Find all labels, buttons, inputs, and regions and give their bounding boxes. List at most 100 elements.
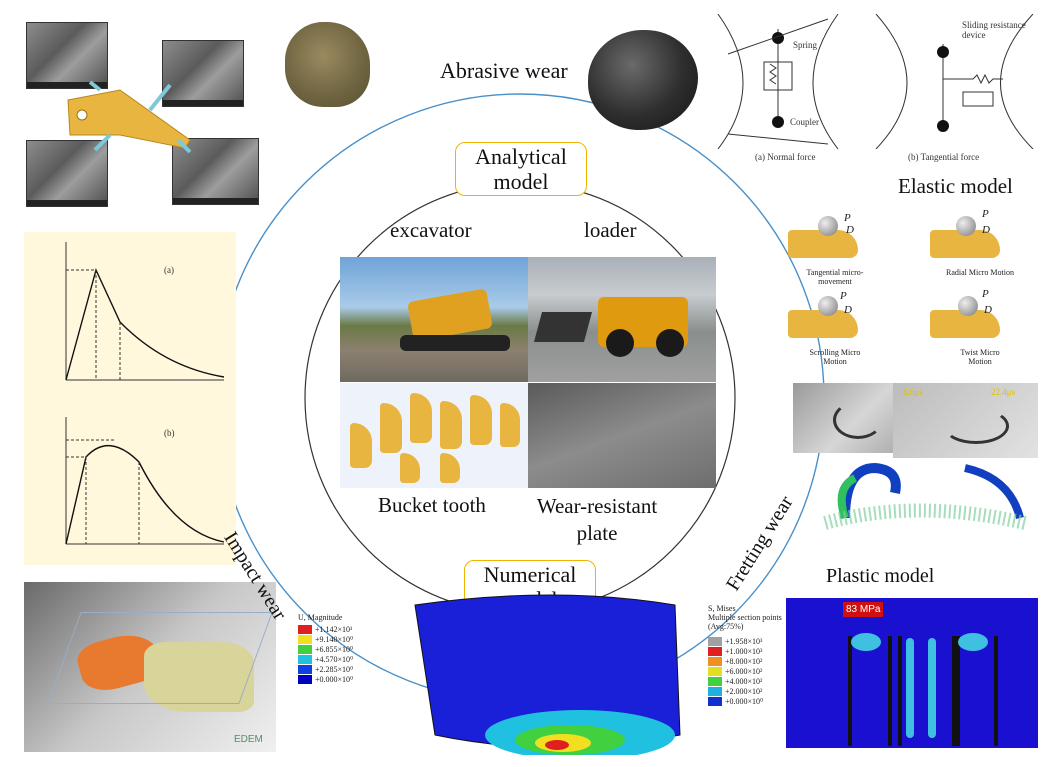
u-legend-row: +2.285×10⁰ xyxy=(298,664,353,674)
u-legend: +1.142×10¹+9.140×10⁰+6.855×10⁰+4.570×10⁰… xyxy=(298,624,353,684)
tangential-caption: Tangential micro-movement xyxy=(806,268,864,286)
mises-legend-title: S, Mises xyxy=(708,604,736,613)
sem-image-2 xyxy=(162,40,244,107)
radial-caption: Radial Micro Motion xyxy=(946,268,1014,277)
sliding-device-label: Sliding resistance device xyxy=(962,20,1026,40)
p-label: P xyxy=(844,212,851,224)
u-legend-swatch xyxy=(298,644,312,654)
edem-logo: EDEM xyxy=(234,734,263,745)
mises-legend-swatch xyxy=(708,696,722,706)
mises-legend-row: +1.958×10³ xyxy=(708,636,763,646)
mises-legend-value: +0.000×10⁰ xyxy=(725,696,764,706)
u-legend-value: +9.140×10⁰ xyxy=(315,634,354,644)
mises-legend-value: +8.000×10² xyxy=(725,656,763,666)
impact-load-curves xyxy=(65,242,225,545)
coupler-label: Coupler xyxy=(790,117,819,127)
u-legend-title: U, Magnitude xyxy=(298,613,343,622)
u-legend-swatch xyxy=(298,654,312,664)
u-legend-row: +0.000×10⁰ xyxy=(298,674,353,684)
d-label: D xyxy=(844,304,852,316)
mises-legend-swatch xyxy=(708,676,722,686)
sphere-icon xyxy=(958,296,978,316)
loader-label: loader xyxy=(584,218,637,242)
u-legend-swatch xyxy=(298,624,312,634)
micro-motion-twist: P D xyxy=(930,288,1010,348)
dem-simulation-image: EDEM xyxy=(24,582,276,752)
mises-legend-swatch xyxy=(708,646,722,656)
panel-b-label: (b) xyxy=(164,428,175,438)
fretting-frame-2: 6.6μs 22.4μs xyxy=(893,383,1038,458)
u-legend-row: +6.855×10⁰ xyxy=(298,644,353,654)
u-legend-swatch xyxy=(298,674,312,684)
u-legend-value: +4.570×10⁰ xyxy=(315,654,354,664)
wear-resistant-plate-label: Wear-resistant plate xyxy=(536,494,658,545)
p-label: P xyxy=(982,208,989,220)
frame-time-1: 6.6μs xyxy=(903,387,923,397)
mises-legend-swatch xyxy=(708,656,722,666)
tooth-with-arrows xyxy=(67,80,192,154)
twist-caption: Twist Micro Motion xyxy=(960,348,1000,366)
p-label: P xyxy=(982,288,989,300)
mises-legend-value: +6.000×10² xyxy=(725,666,763,676)
mises-legend-swatch xyxy=(708,686,722,696)
soil-particles-image xyxy=(285,22,370,107)
mises-legend-row: +8.000×10² xyxy=(708,656,763,666)
d-label: D xyxy=(846,224,854,236)
u-legend-swatch xyxy=(298,634,312,644)
mises-legend-value: +1.958×10³ xyxy=(725,636,763,646)
mises-legend-row: +0.000×10⁰ xyxy=(708,696,763,706)
sphere-icon xyxy=(956,216,976,236)
normal-force-caption: (a) Normal force xyxy=(755,152,816,162)
analytical-model-label: Analytical model xyxy=(475,144,567,194)
mises-legend-value: +4.000×10² xyxy=(725,676,763,686)
plastic-model-label: Plastic model xyxy=(826,565,935,587)
mises-legend-row: +4.000×10² xyxy=(708,676,763,686)
fretting-frame-1 xyxy=(793,383,893,453)
sem-image-3 xyxy=(26,140,108,207)
frame-time-2: 22.4μs xyxy=(991,387,1016,397)
d-label: D xyxy=(984,304,992,316)
u-legend-row: +1.142×10¹ xyxy=(298,624,353,634)
u-legend-row: +4.570×10⁰ xyxy=(298,654,353,664)
elastic-tangential-force-diagram xyxy=(875,14,1034,149)
u-legend-row: +9.140×10⁰ xyxy=(298,634,353,644)
bucket-fem-model xyxy=(414,594,681,755)
elastic-model-label: Elastic model xyxy=(898,174,1013,198)
u-legend-value: +0.000×10⁰ xyxy=(315,674,354,684)
fretting-particle-simulation xyxy=(823,462,1027,530)
scrolling-caption: Scrolling Micro Motion xyxy=(809,348,861,366)
micro-motion-radial: P D xyxy=(930,208,1010,268)
excavator-label: excavator xyxy=(390,218,472,242)
p-label: P xyxy=(840,290,847,302)
spring-label: Spring xyxy=(793,40,818,50)
elastic-normal-force-diagram xyxy=(717,14,839,149)
micro-motion-scrolling: P D xyxy=(788,290,868,350)
tangential-force-caption: (b) Tangential force xyxy=(908,152,980,162)
mises-legend: +1.958×10³+1.000×10³+8.000×10²+6.000×10²… xyxy=(708,636,763,706)
plastic-fem-image xyxy=(786,598,1038,748)
wear-resistant-plate-photo xyxy=(528,383,716,488)
mises-legend-row: +1.000×10³ xyxy=(708,646,763,656)
panel-a-label: (a) xyxy=(164,265,174,275)
rock-image xyxy=(588,30,698,130)
mises-legend-row: +2.000×10² xyxy=(708,686,763,696)
loader-photo xyxy=(528,257,716,382)
mises-legend-value: +1.000×10³ xyxy=(725,646,763,656)
sphere-icon xyxy=(818,296,838,316)
mises-legend-row: +6.000×10² xyxy=(708,666,763,676)
u-legend-value: +1.142×10¹ xyxy=(315,624,353,634)
stress-tag: 83 MPa xyxy=(843,602,884,617)
sphere-icon xyxy=(818,216,838,236)
excavator-photo xyxy=(340,257,528,382)
u-legend-swatch xyxy=(298,664,312,674)
mises-legend-swatch xyxy=(708,636,722,646)
mises-legend-swatch xyxy=(708,666,722,676)
mises-legend-subtitle: Multiple section points xyxy=(708,613,782,622)
d-label: D xyxy=(982,224,990,236)
sem-image-1 xyxy=(26,22,108,89)
bucket-tooth-label: Bucket tooth xyxy=(378,493,486,517)
u-legend-value: +2.285×10⁰ xyxy=(315,664,354,674)
analytical-model-box: Analytical model xyxy=(455,142,587,196)
impact-plot-panel xyxy=(24,232,236,565)
u-legend-value: +6.855×10⁰ xyxy=(315,644,354,654)
